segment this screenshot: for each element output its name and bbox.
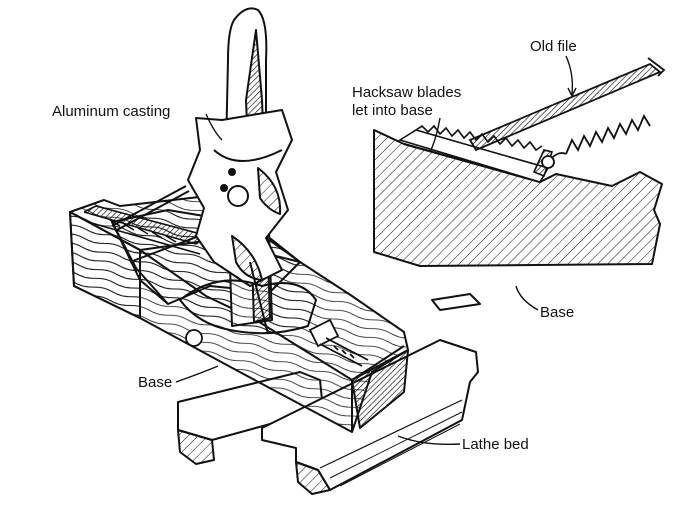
label-lathe-bed: Lathe bed [462, 436, 529, 453]
label-old-file: Old file [530, 38, 577, 55]
detail-base [373, 129, 663, 267]
old-file [468, 57, 666, 152]
label-hacksaw-line2: let into base [352, 102, 433, 119]
spring [541, 114, 651, 169]
label-hacksaw-line1: Hacksaw blades [352, 84, 462, 101]
label-aluminum-casting: Aluminum casting [52, 103, 171, 120]
leader-lines [175, 55, 577, 446]
label-base-right: Base [540, 304, 575, 321]
hold-down-bolt [185, 318, 369, 367]
label-base-left: Base [138, 374, 173, 391]
aluminum-casting [179, 7, 317, 335]
